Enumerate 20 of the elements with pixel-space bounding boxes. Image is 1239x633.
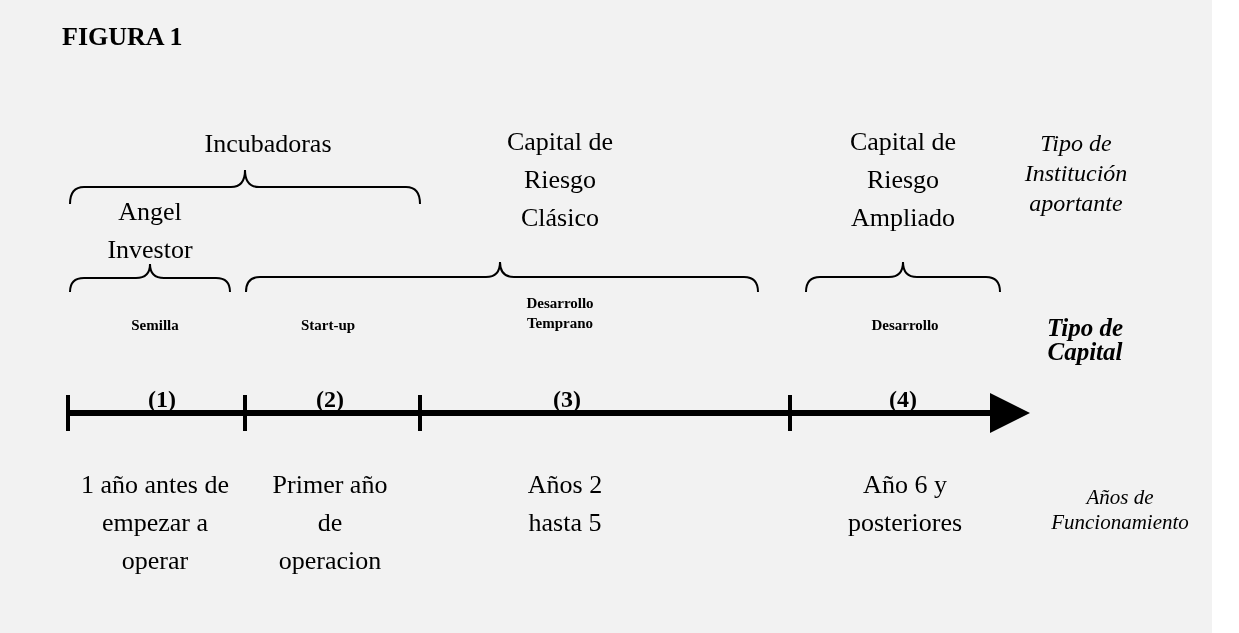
label-text: 1 año antes de empezar a operar	[80, 469, 230, 577]
figure-title: FIGURA 1	[62, 22, 183, 52]
label-text: Capital de Riesgo Ampliado	[848, 126, 958, 234]
label-text: Desarrollo Temprano	[525, 294, 595, 333]
label-text: Años de Funcionamiento	[1050, 485, 1190, 535]
label-text: Año 6 y posteriores	[846, 469, 964, 539]
label-text: Tipo de Capital	[1045, 316, 1125, 364]
label-text: Incubadoras	[203, 128, 333, 160]
label-text: Tipo de Institución aportante	[1023, 129, 1129, 218]
label-text: Capital de Riesgo Clásico	[505, 126, 615, 234]
label-text: (1)	[147, 385, 177, 413]
label-text: Start-up	[299, 316, 357, 335]
label-text: (4)	[888, 385, 918, 413]
label-text: Primer año de operacion	[271, 469, 389, 577]
label-text: Semilla	[130, 316, 180, 335]
label-text: Angel Investor	[106, 196, 194, 266]
label-text: (3)	[552, 385, 582, 413]
label-text: Desarrollo	[870, 316, 940, 335]
label-text: (2)	[315, 385, 345, 413]
label-text: Años 2 hasta 5	[526, 469, 604, 539]
